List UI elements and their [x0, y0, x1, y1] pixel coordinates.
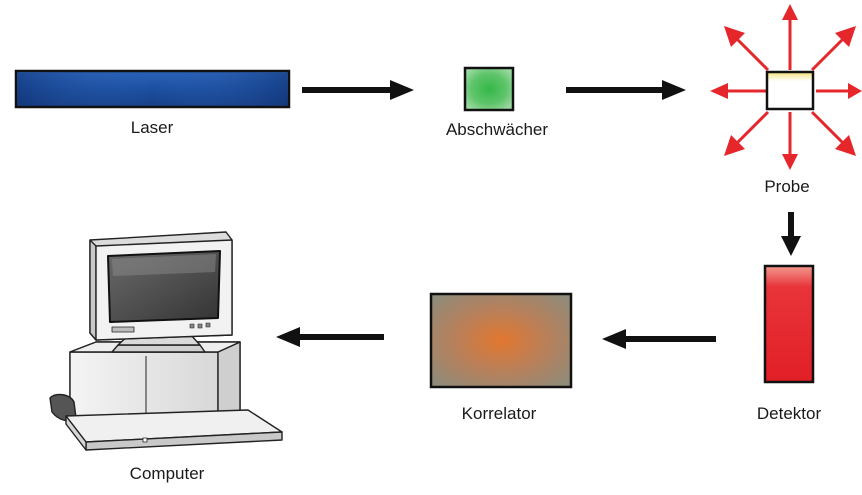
- laser: [14, 69, 291, 109]
- correlator: [429, 292, 573, 389]
- computer: [49, 231, 283, 451]
- attenuator-label: Abschwächer: [445, 120, 549, 139]
- attenuator: [463, 66, 515, 112]
- computer-label: Computer: [129, 464, 205, 483]
- arrow-laser-to-attenuator: [302, 80, 414, 100]
- sample-label: Probe: [764, 177, 810, 196]
- arrow-correlator-to-computer: [276, 327, 384, 347]
- sample: [710, 4, 862, 170]
- arrow-attenuator-to-sample: [566, 80, 686, 100]
- laser-label: Laser: [130, 118, 174, 137]
- detector: [763, 264, 815, 384]
- scatter-arrows: [710, 4, 862, 170]
- sample-cuvette: [765, 70, 815, 111]
- arrow-sample-to-detector: [781, 212, 801, 256]
- detector-label: Detektor: [756, 404, 822, 423]
- correlator-label: Korrelator: [461, 404, 537, 423]
- arrow-detector-to-correlator: [602, 329, 716, 349]
